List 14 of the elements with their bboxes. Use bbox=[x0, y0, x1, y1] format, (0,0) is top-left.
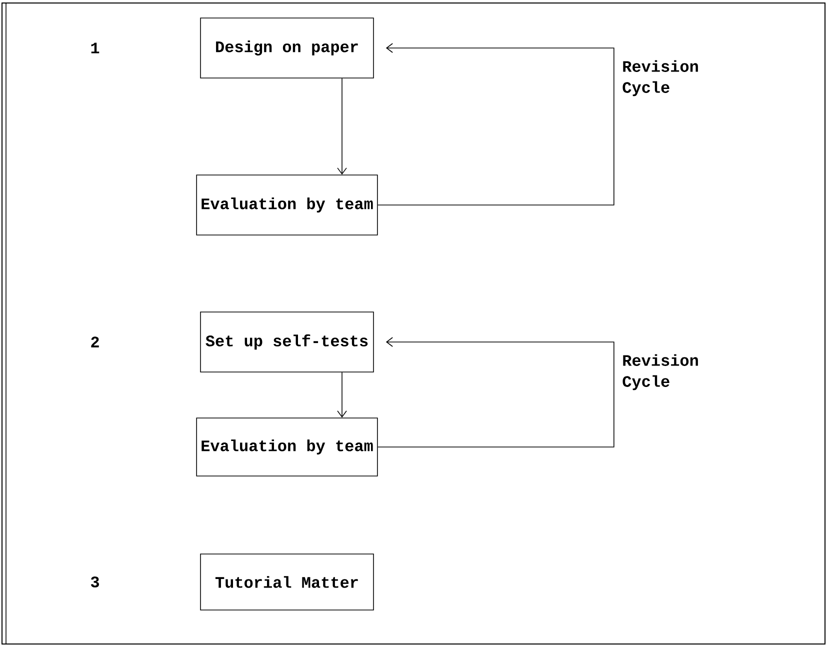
edge-label: Revision Cycle bbox=[622, 354, 698, 390]
step-number: 1 bbox=[91, 42, 100, 54]
arrow bbox=[377, 43, 614, 206]
process-box: Tutorial Matter bbox=[200, 554, 374, 610]
arrow bbox=[377, 337, 614, 448]
process-box: Design on paper bbox=[200, 18, 374, 78]
process-box: Evaluation by team bbox=[196, 174, 378, 236]
process-box: Set up self-tests bbox=[200, 312, 374, 372]
arrow bbox=[337, 78, 347, 175]
step-number: 2 bbox=[91, 336, 99, 348]
edge-label: Revision Cycle bbox=[622, 60, 698, 96]
process-box: Evaluation by team bbox=[196, 418, 378, 476]
arrow bbox=[337, 372, 347, 418]
step-number: 3 bbox=[90, 576, 99, 588]
